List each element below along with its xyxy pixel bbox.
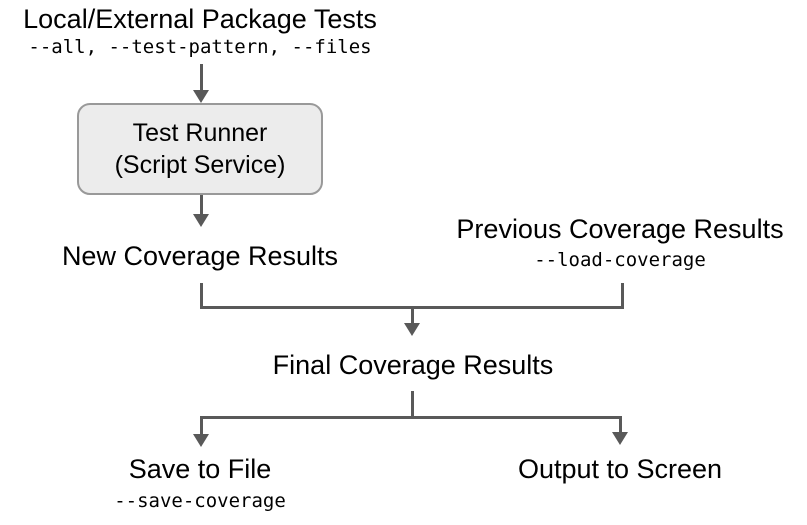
- merge-horizontal-line: [200, 306, 624, 309]
- arrow-source-to-runner-line: [200, 64, 203, 92]
- test-runner-line2: (Script Service): [114, 151, 286, 179]
- arrow-merge-to-final-line: [411, 309, 414, 324]
- arrow-runner-to-new-line: [200, 195, 203, 216]
- previous-coverage-label: Previous Coverage Results: [456, 214, 784, 244]
- split-horizontal-line: [200, 416, 622, 419]
- output-to-screen-label: Output to Screen: [517, 454, 723, 484]
- test-runner-node: Test Runner (Script Service): [77, 103, 323, 195]
- merge-left-drop-line: [200, 283, 203, 309]
- arrow-split-to-output-head: [612, 432, 628, 445]
- previous-coverage-flags: --load-coverage: [534, 249, 706, 271]
- arrow-split-to-save-line: [200, 418, 203, 435]
- save-to-file-flags: --save-coverage: [114, 490, 286, 512]
- split-stub-line: [411, 391, 414, 418]
- save-to-file-label: Save to File: [128, 454, 272, 484]
- arrow-runner-to-new-head: [193, 214, 209, 227]
- test-runner-line1: Test Runner: [132, 119, 268, 147]
- arrow-merge-to-final-head: [404, 323, 420, 336]
- final-coverage-label: Final Coverage Results: [272, 350, 554, 380]
- arrow-split-to-save-head: [193, 434, 209, 447]
- arrow-source-to-runner-head: [193, 90, 209, 103]
- arrow-split-to-output-line: [619, 418, 622, 433]
- merge-right-drop-line: [621, 283, 624, 309]
- source-tests-flags: --all, --test-pattern, --files: [28, 36, 372, 58]
- source-tests-title: Local/External Package Tests: [23, 4, 377, 34]
- new-coverage-label: New Coverage Results: [61, 241, 339, 271]
